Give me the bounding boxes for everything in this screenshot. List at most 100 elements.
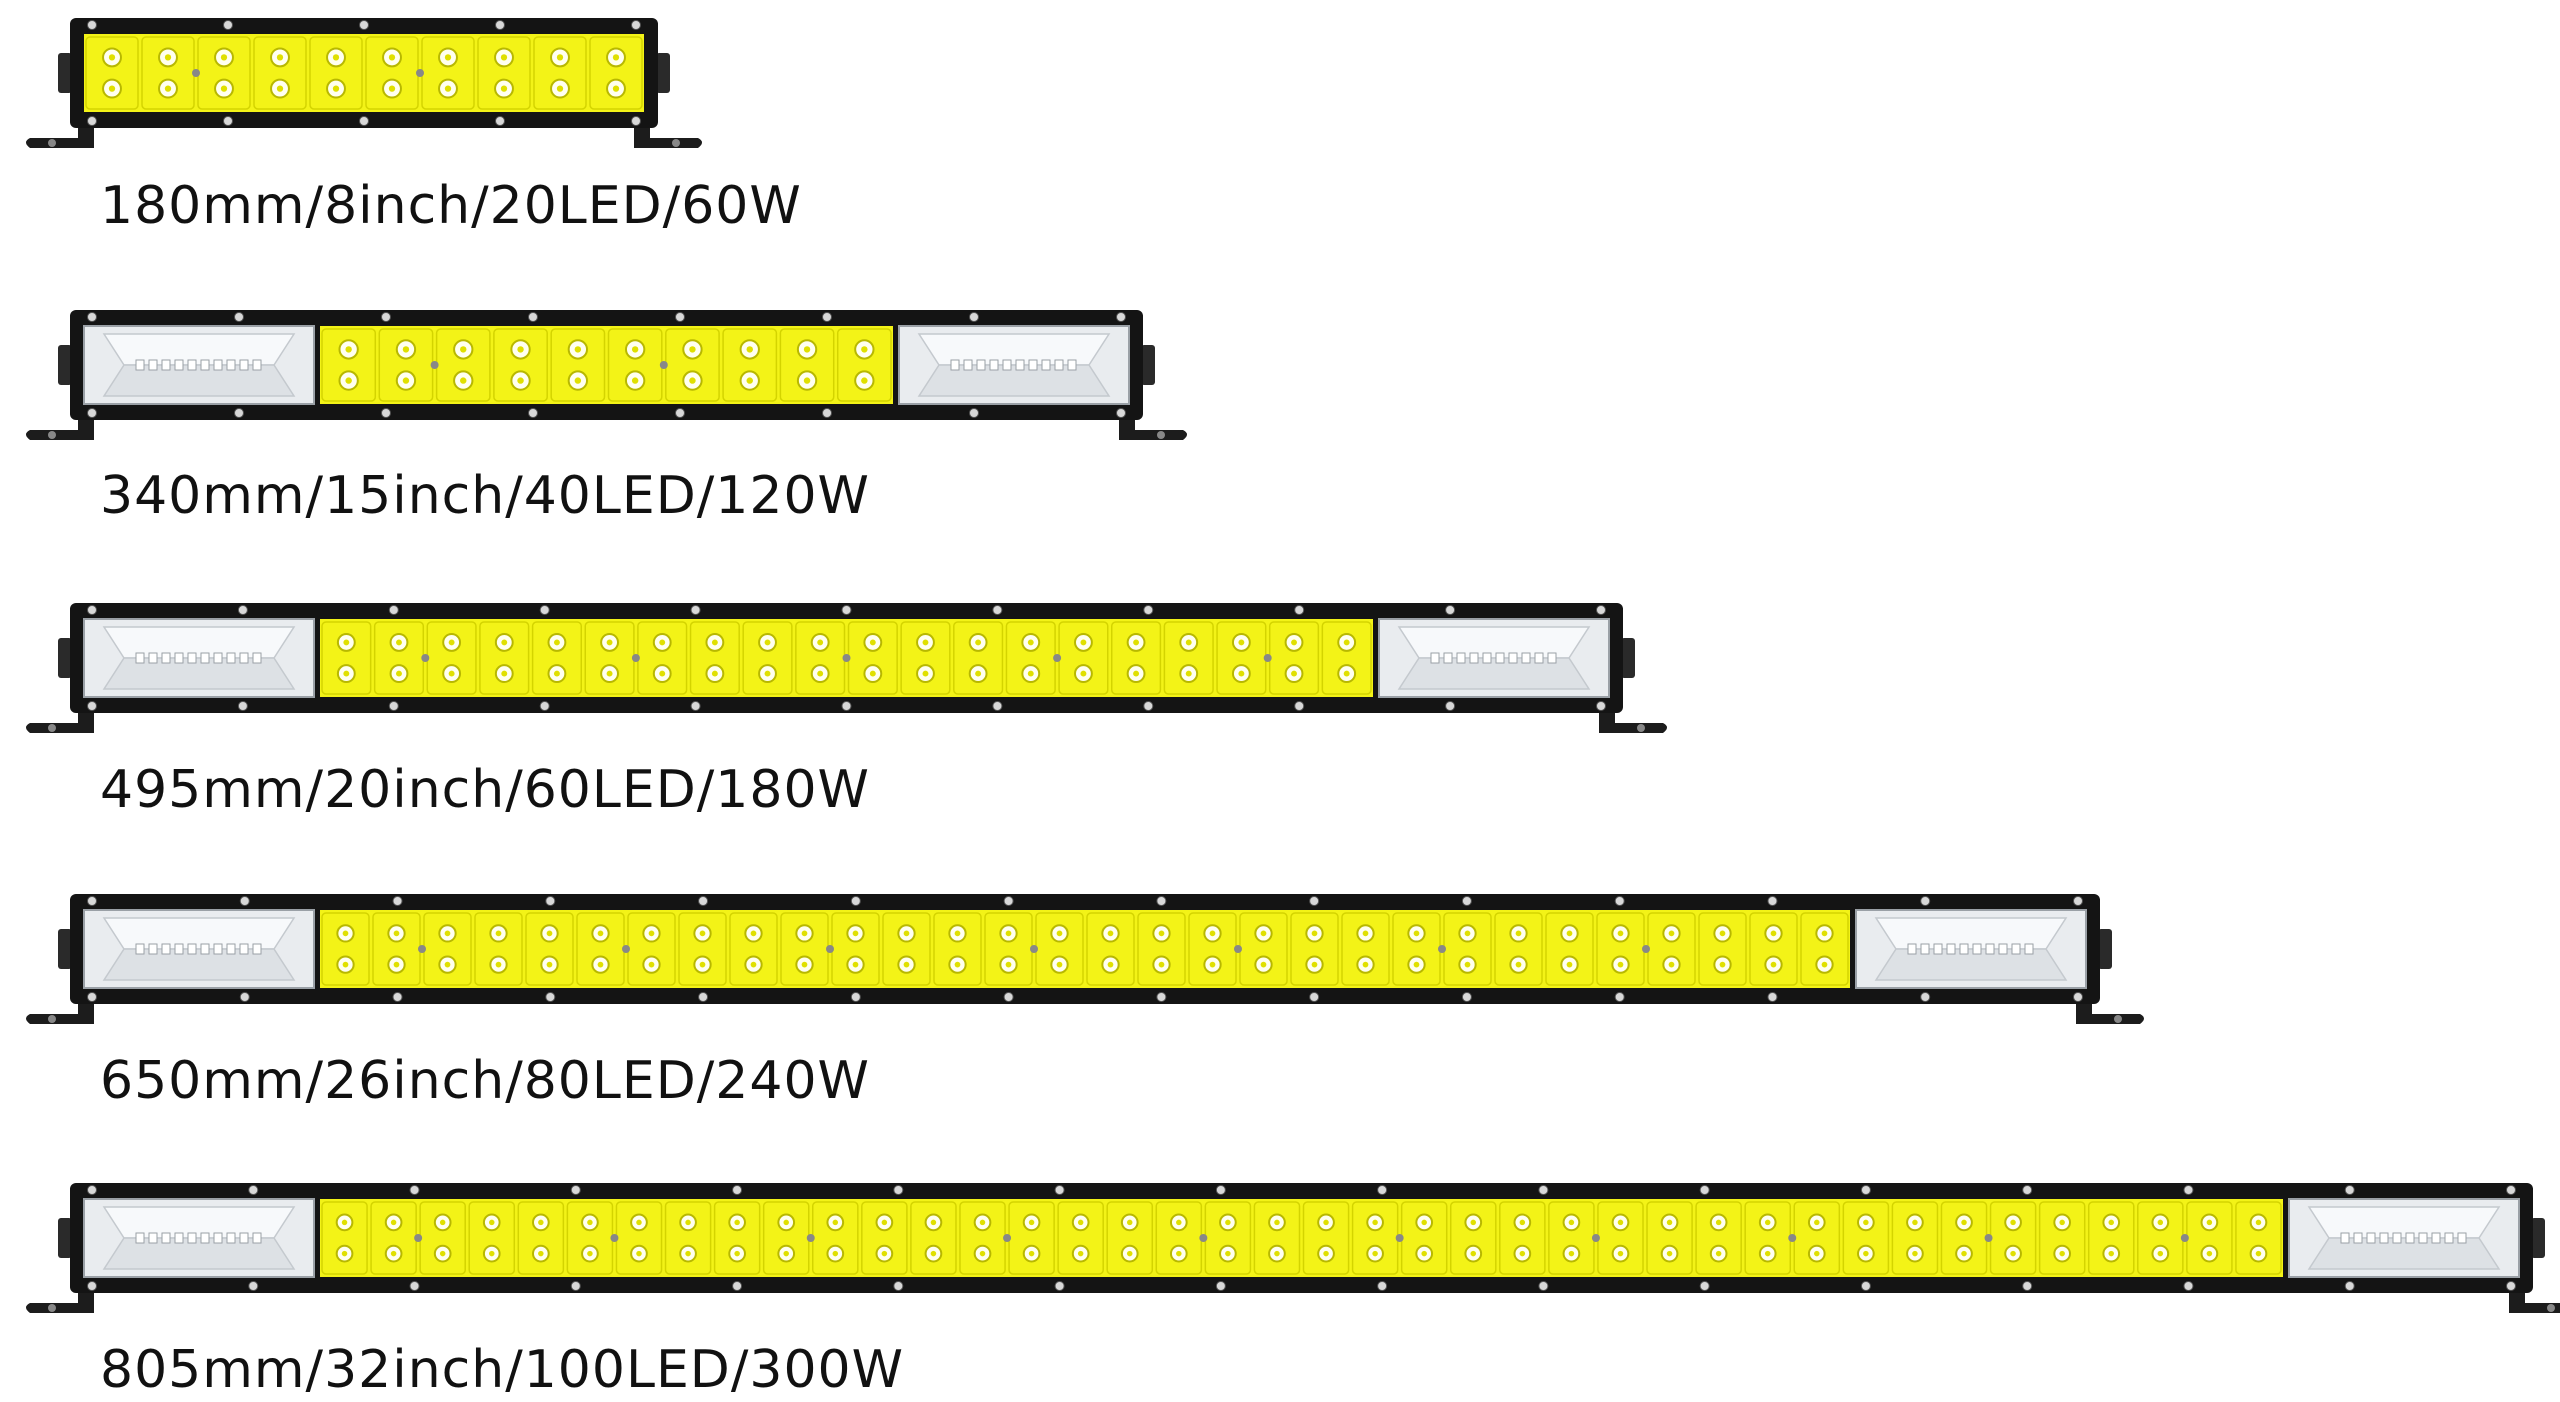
led-chip	[1770, 930, 1777, 937]
panel-screw	[418, 945, 426, 953]
end-cap-left	[58, 53, 72, 93]
led-chip	[444, 85, 452, 92]
panel-screw	[1199, 1234, 1208, 1242]
led-chip	[1323, 1219, 1329, 1226]
flood-led-chip	[1430, 652, 1440, 664]
led-chip	[764, 670, 771, 677]
housing-screw	[1309, 896, 1320, 906]
housing-screw	[698, 992, 709, 1002]
panel-screw	[1591, 1234, 1600, 1242]
led-chip	[500, 85, 508, 92]
housing-screw	[690, 701, 701, 711]
led-chip	[801, 961, 808, 968]
end-cap-left	[58, 638, 72, 678]
led-chip	[1421, 1219, 1427, 1226]
housing-screw	[822, 408, 832, 418]
housing-screw	[893, 1185, 904, 1195]
flood-led-chip	[148, 1232, 158, 1244]
bracket-bolt-right	[2114, 1015, 2122, 1023]
led-chip	[538, 1250, 544, 1257]
flood-led-chip	[1920, 943, 1930, 955]
flood-led-chip	[2457, 1232, 2467, 1244]
led-cell	[1646, 1201, 1693, 1275]
flood-reflector	[917, 333, 1111, 366]
led-chip	[2206, 1250, 2213, 1257]
housing-screw	[1920, 896, 1931, 906]
housing-screw	[2073, 992, 2083, 1002]
led-chip	[1274, 1219, 1280, 1226]
flood-led-chip	[148, 652, 158, 664]
housing-screw	[969, 312, 979, 322]
led-cell	[1341, 912, 1390, 986]
bracket-bolt-left	[48, 1304, 56, 1312]
flood-led-chip	[239, 652, 249, 664]
housing-screw	[1143, 701, 1154, 711]
led-chip	[685, 1250, 691, 1257]
led-chip	[817, 670, 824, 677]
flood-led-chip	[1985, 943, 1995, 955]
housing-screw	[690, 605, 701, 615]
housing-screw	[1860, 1281, 1871, 1291]
housing-screw	[234, 312, 244, 322]
led-chip	[2010, 1219, 2016, 1226]
led-chip	[832, 1219, 839, 1226]
led-cell	[2235, 1201, 2282, 1275]
housing-screw	[631, 116, 641, 126]
led-chip	[979, 1219, 986, 1226]
led-chip	[332, 54, 340, 61]
flood-led-chip	[239, 359, 249, 371]
flood-led-chip	[187, 943, 197, 955]
flood-led-chip	[1469, 652, 1479, 664]
flood-led-chip	[1028, 359, 1038, 371]
housing-screw	[570, 1185, 581, 1195]
led-chip	[1126, 1250, 1133, 1257]
led-chip	[1077, 1219, 1084, 1226]
housing-screw	[87, 408, 97, 418]
housing-screw	[1538, 1185, 1549, 1195]
led-cell	[713, 1201, 761, 1275]
led-chip	[783, 1250, 789, 1257]
led-chip	[631, 346, 639, 353]
led-cell	[477, 36, 531, 110]
led-chip	[930, 1250, 937, 1257]
led-cell	[678, 912, 727, 986]
end-cap-left	[58, 345, 72, 385]
spot-led-panel	[84, 34, 644, 112]
led-chip	[1126, 1219, 1133, 1226]
led-chip	[517, 346, 524, 353]
flood-reflector	[1397, 657, 1591, 690]
led-chip	[402, 346, 410, 353]
led-chip	[1515, 961, 1522, 968]
led-chip	[1238, 639, 1245, 646]
led-cell	[533, 36, 587, 110]
led-chip	[448, 639, 455, 646]
panel-screw	[610, 1234, 619, 1242]
housing-screw	[1445, 605, 1456, 615]
housing-screw	[2506, 1281, 2516, 1291]
housing-screw	[1767, 896, 1778, 906]
housing-screw	[248, 1281, 259, 1291]
led-cell	[468, 1201, 516, 1275]
led-cell	[1698, 912, 1747, 986]
panel-screw	[826, 945, 834, 953]
bracket-bolt-right	[1637, 724, 1645, 732]
housing-screw	[1215, 1281, 1226, 1291]
led-chip	[903, 930, 910, 937]
led-chip	[1821, 961, 1828, 968]
housing-screw	[87, 116, 97, 126]
housing-screw	[1294, 701, 1305, 711]
led-chip	[861, 346, 868, 353]
led-cell	[1290, 912, 1339, 986]
flood-led-chip	[200, 652, 210, 664]
led-chip	[517, 377, 524, 384]
led-chip	[1133, 639, 1140, 646]
flood-led-chip	[239, 943, 249, 955]
led-chip	[1077, 1250, 1084, 1257]
led-cell	[836, 328, 892, 402]
flood-led-chip	[174, 1232, 184, 1244]
led-chip	[1566, 930, 1573, 937]
panel-screw	[192, 69, 200, 77]
housing-screw	[239, 992, 250, 1002]
led-chip	[220, 54, 228, 61]
panel-screw	[631, 654, 640, 662]
